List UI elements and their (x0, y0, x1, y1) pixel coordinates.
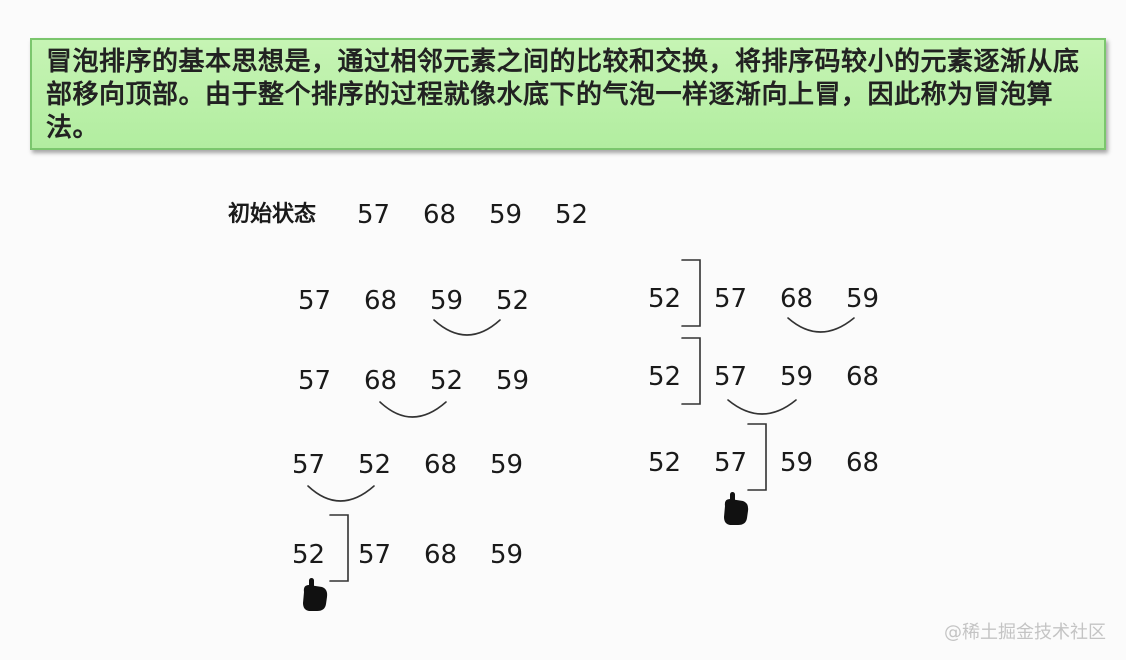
pass1-row1-value: 57 (298, 286, 332, 316)
sorted-bracket (747, 423, 767, 491)
pointing-hand-icon (724, 492, 749, 525)
compare-arc (379, 401, 447, 418)
pointing-hand-icon (303, 578, 328, 611)
pass1-row2-value: 59 (496, 366, 530, 396)
sorted-bracket (329, 514, 349, 582)
pass2-row3-value: 59 (780, 448, 814, 478)
pass1-row4-value: 68 (424, 540, 458, 570)
initial-value: 57 (357, 200, 391, 230)
initial-value: 59 (489, 200, 523, 230)
compare-arc (307, 485, 375, 502)
pass1-row4-value: 52 (292, 540, 326, 570)
compare-arc (433, 319, 501, 336)
pass2-row1-value: 68 (780, 284, 814, 314)
pass2-row2-value: 68 (846, 362, 880, 392)
pass1-row1-value: 68 (364, 286, 398, 316)
pass2-row2-value: 59 (780, 362, 814, 392)
pass2-row3-value: 57 (714, 448, 748, 478)
initial-value: 52 (555, 200, 589, 230)
pass2-row1-value: 57 (714, 284, 748, 314)
pass1-row2-value: 57 (298, 366, 332, 396)
pass2-row1-value: 59 (846, 284, 880, 314)
watermark: @稀土掘金技术社区 (944, 622, 1106, 643)
pass1-row3-value: 57 (292, 450, 326, 480)
compare-arc (727, 399, 797, 415)
pass2-row2-value: 52 (648, 362, 682, 392)
compare-arc (787, 317, 855, 333)
pass2-row1-value: 52 (648, 284, 682, 314)
pass2-row3-value: 52 (648, 448, 682, 478)
pass1-row1-value: 52 (496, 286, 530, 316)
pass1-row2-value: 68 (364, 366, 398, 396)
initial-state-label: 初始状态 (228, 202, 317, 227)
description-text: 冒泡排序的基本思想是，通过相邻元素之间的比较和交换，将排序码较小的元素逐渐从底部… (46, 47, 1080, 143)
pass1-row3-value: 52 (358, 450, 392, 480)
pass1-row4-value: 59 (490, 540, 524, 570)
initial-value: 68 (423, 200, 457, 230)
pass1-row3-value: 68 (424, 450, 458, 480)
sorted-bracket (681, 259, 701, 327)
pass2-row2-value: 57 (714, 362, 748, 392)
pass1-row4-value: 57 (358, 540, 392, 570)
sorted-bracket (681, 337, 701, 405)
pass1-row3-value: 59 (490, 450, 524, 480)
pass1-row2-value: 52 (430, 366, 464, 396)
description-box: 冒泡排序的基本思想是，通过相邻元素之间的比较和交换，将排序码较小的元素逐渐从底部… (30, 38, 1106, 150)
pass2-row3-value: 68 (846, 448, 880, 478)
pass1-row1-value: 59 (430, 286, 464, 316)
